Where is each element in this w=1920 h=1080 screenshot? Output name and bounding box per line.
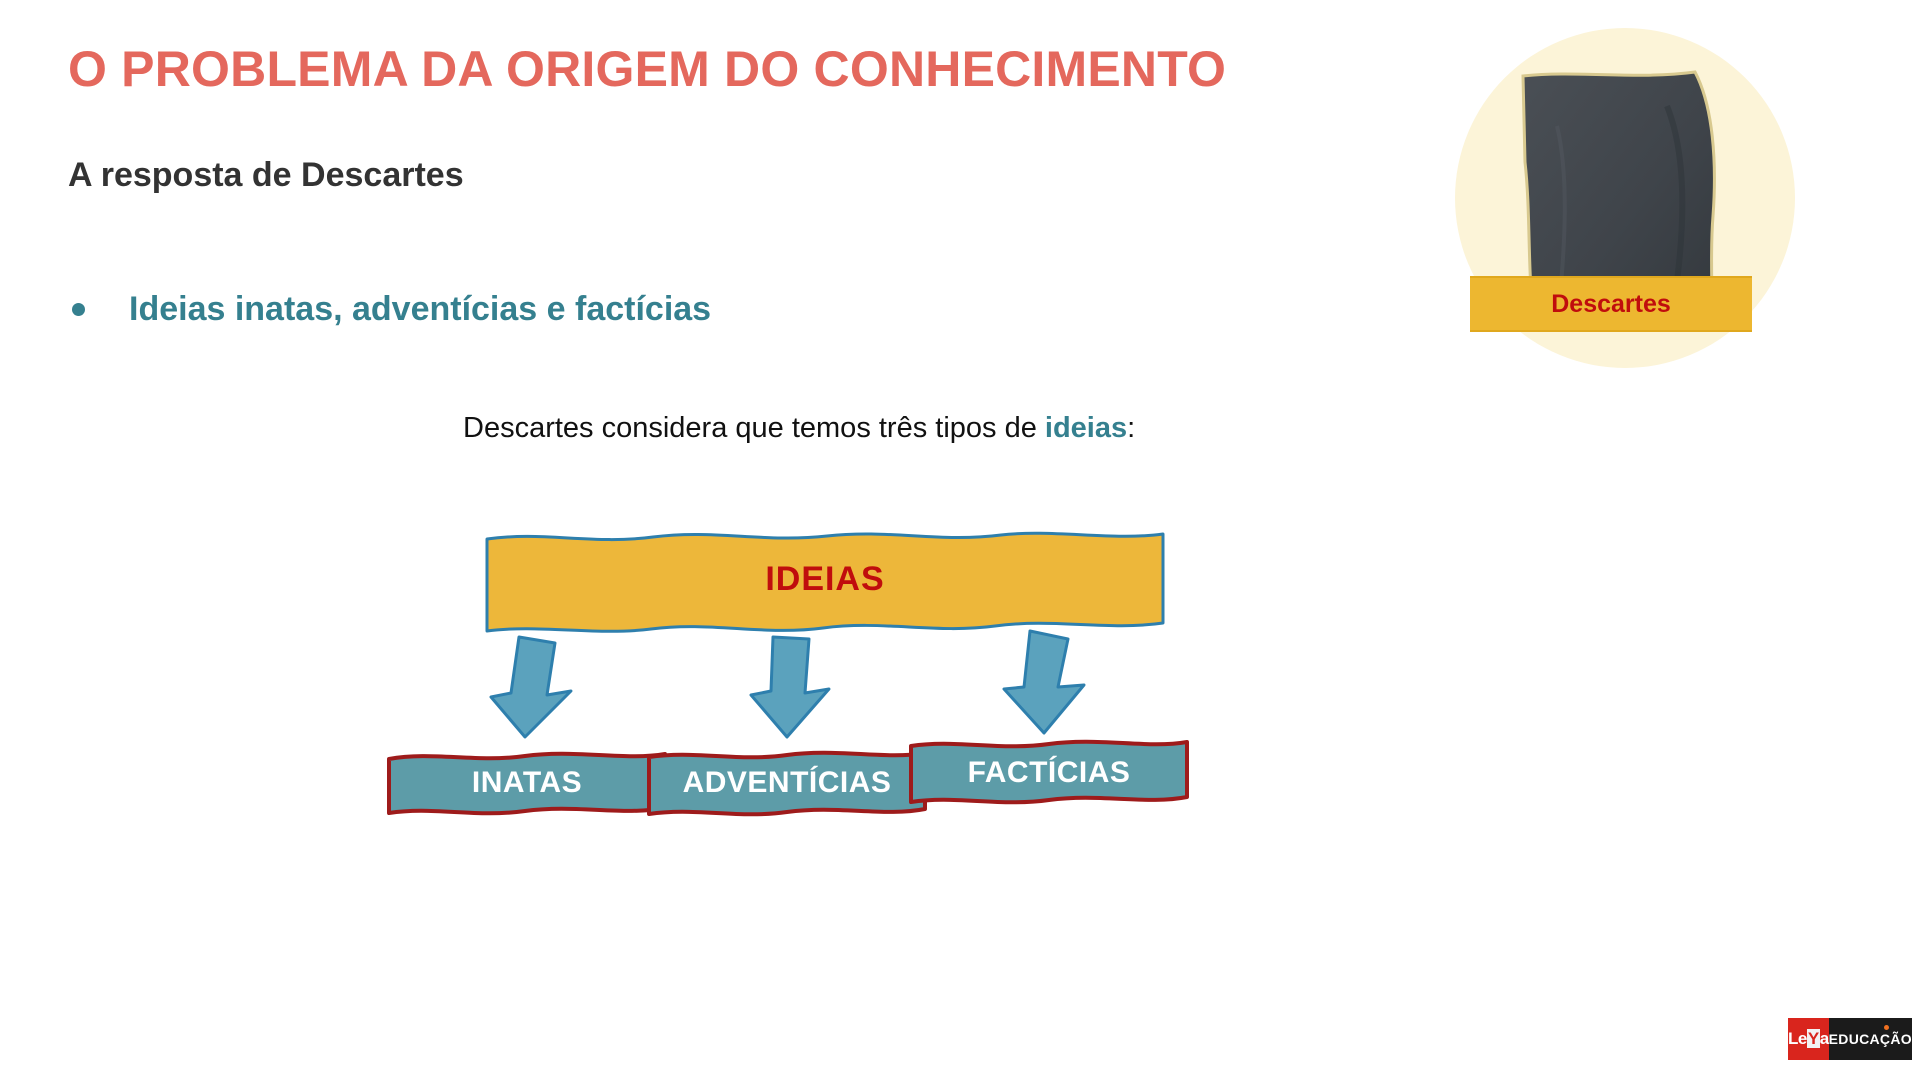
diagram-node-inatas: INATAS xyxy=(385,747,669,819)
leya-logo-after: a xyxy=(1819,1029,1829,1048)
leya-logo-mark: LeYa xyxy=(1788,1018,1829,1060)
facticias-shape xyxy=(909,739,1189,805)
ideias-shape xyxy=(485,531,1165,633)
bullet-dot-icon xyxy=(72,303,85,316)
arrow-down-shape xyxy=(749,635,831,739)
arrow-down-shape xyxy=(489,635,573,739)
adventicias-shape xyxy=(647,750,927,817)
descartes-caption-banner: Descartes xyxy=(1470,276,1752,332)
diagram-node-facticias: FACTÍCIAS xyxy=(907,737,1191,809)
diagram-node-ideias: IDEIAS xyxy=(483,525,1167,633)
intro-sentence: Descartes considera que temos três tipos… xyxy=(463,412,1135,445)
bullet-item-label: Ideias inatas, adventícias e factícias xyxy=(129,290,712,328)
page-subtitle: A resposta de Descartes xyxy=(68,156,464,194)
ideas-diagram: IDEIAS INATAS ADVENTÍCIAS FACTÍCIAS xyxy=(387,525,1189,845)
leya-logo-before: Le xyxy=(1788,1029,1807,1048)
intro-sentence-highlight: ideias xyxy=(1044,412,1128,444)
logo-accent-dot-icon xyxy=(1883,1025,1889,1030)
page-title: O PROBLEMA DA ORIGEM DO CONHECIMENTO xyxy=(68,41,1227,97)
leya-educacao-logo: LeYa EDUCAÇÃO xyxy=(1788,1018,1912,1060)
intro-sentence-before: Descartes considera que temos três tipos… xyxy=(463,412,1045,444)
intro-sentence-after: : xyxy=(1127,412,1136,444)
descartes-figure: Descartes xyxy=(1455,28,1795,403)
leya-logo-text: LeYa xyxy=(1788,1029,1829,1049)
arrow-down-icon xyxy=(1000,629,1096,737)
leya-logo-accent: Y xyxy=(1806,1029,1820,1048)
bullet-list-item: Ideias inatas, adventícias e factícias xyxy=(72,290,711,329)
inatas-shape xyxy=(387,751,667,816)
arrow-down-shape xyxy=(1002,629,1086,735)
educacao-wordmark-text: EDUCAÇÃO xyxy=(1828,1031,1912,1047)
diagram-node-adventicias: ADVENTÍCIAS xyxy=(645,747,929,819)
arrow-down-icon xyxy=(743,633,839,741)
descartes-caption-label: Descartes xyxy=(1551,289,1671,318)
educacao-wordmark: EDUCAÇÃO xyxy=(1828,1018,1912,1060)
arrow-down-icon xyxy=(485,633,581,741)
